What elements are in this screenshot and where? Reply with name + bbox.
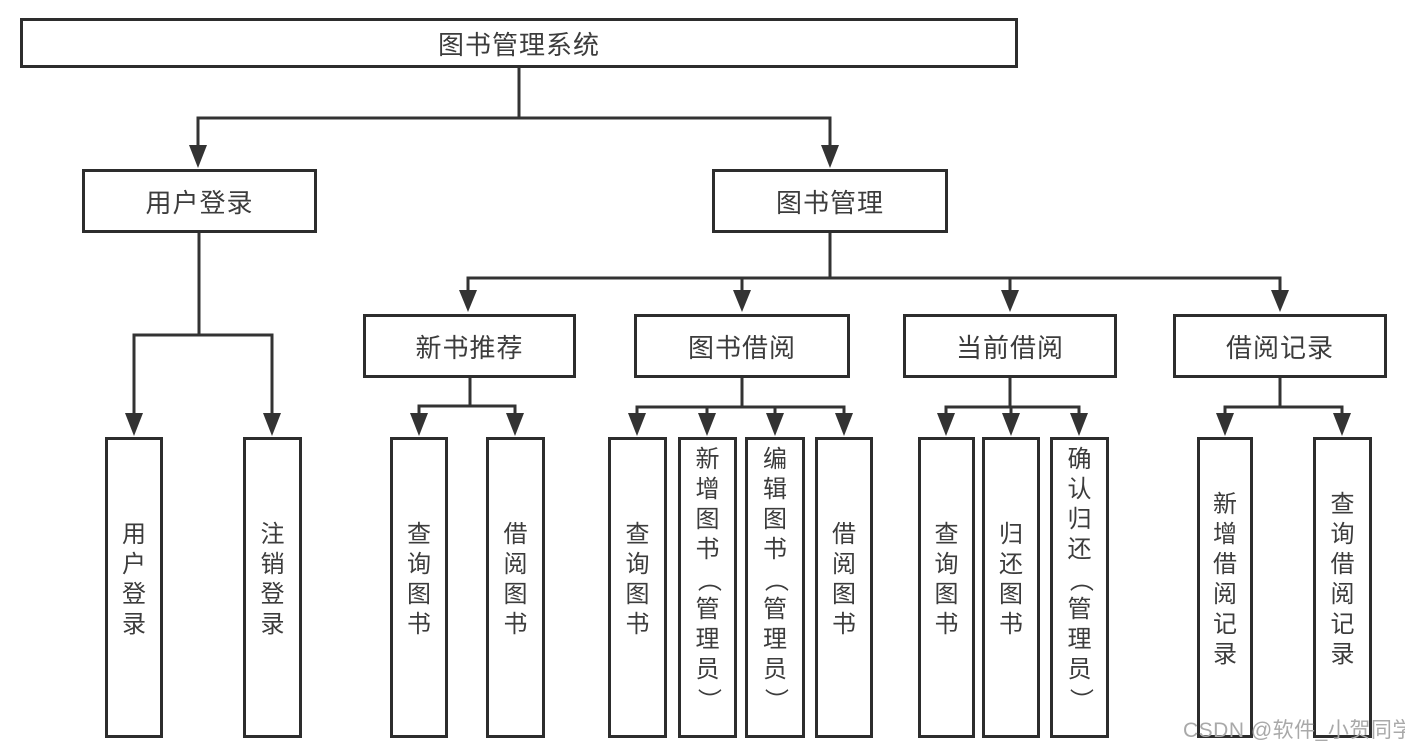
edges-book-management [459,231,1289,312]
node-root-label: 图书管理系统 [437,29,600,60]
node-leaf-return-book: 归还图书 [982,437,1040,738]
node-borrow-record: 借阅记录 [1173,314,1387,378]
node-book-management: 图书管理 [712,169,948,233]
node-leaf-user-login: 用户登录 [105,437,163,738]
edges-book-borrow [628,376,853,436]
node-leaf-borrow-book-b-label: 借阅图书 [832,520,856,638]
node-leaf-edit-book-admin: 编辑图书（管理员） [745,437,805,738]
node-leaf-query-book-a-label: 查询图书 [407,520,431,638]
node-leaf-query-book-a: 查询图书 [390,437,448,738]
node-user-login-label: 用户登录 [145,187,254,218]
edges-user-login [125,231,281,436]
edges-borrow-record [1216,376,1351,436]
node-leaf-add-book-admin: 新增图书（管理员） [678,437,737,738]
node-new-book-recommend-label: 新书推荐 [415,332,524,363]
node-leaf-query-borrow-record-label: 查询借阅记录 [1330,490,1355,668]
node-leaf-query-book-b-label: 查询图书 [625,520,650,638]
edges-new-book-recommend [410,376,524,436]
node-leaf-query-book-c: 查询图书 [918,437,975,738]
node-borrow-record-label: 借阅记录 [1225,332,1334,363]
csdn-watermark: CSDN @软件_小贺同学 [1183,719,1405,742]
node-current-borrow: 当前借阅 [903,314,1117,378]
node-leaf-add-book-admin-label: 新增图书（管理员） [694,445,722,712]
node-leaf-logout-label: 注销登录 [260,520,285,638]
node-root: 图书管理系统 [20,18,1018,68]
node-leaf-borrow-book-b: 借阅图书 [815,437,873,738]
node-new-book-recommend: 新书推荐 [363,314,576,378]
node-leaf-borrow-book-a-label: 借阅图书 [503,520,528,638]
node-current-borrow-label: 当前借阅 [955,332,1064,363]
node-leaf-add-borrow-record-label: 新增借阅记录 [1213,490,1237,668]
node-user-login: 用户登录 [82,169,317,233]
node-leaf-logout: 注销登录 [243,437,302,738]
node-book-borrow: 图书借阅 [634,314,850,378]
node-book-borrow-label: 图书借阅 [687,332,796,363]
node-leaf-confirm-return-admin-label: 确认归还（管理员） [1066,445,1094,712]
node-leaf-query-book-b: 查询图书 [608,437,667,738]
edges-current-borrow [937,376,1088,436]
node-leaf-add-borrow-record: 新增借阅记录 [1197,437,1253,738]
node-leaf-user-login-label: 用户登录 [122,520,146,638]
node-leaf-edit-book-admin-label: 编辑图书（管理员） [762,445,789,712]
node-leaf-confirm-return-admin: 确认归还（管理员） [1050,437,1109,738]
node-leaf-query-book-c-label: 查询图书 [934,520,959,638]
edges-root [189,66,839,168]
node-book-management-label: 图书管理 [775,187,884,218]
node-leaf-borrow-book-a: 借阅图书 [486,437,545,738]
node-leaf-query-borrow-record: 查询借阅记录 [1313,437,1372,738]
node-leaf-return-book-label: 归还图书 [999,520,1023,638]
